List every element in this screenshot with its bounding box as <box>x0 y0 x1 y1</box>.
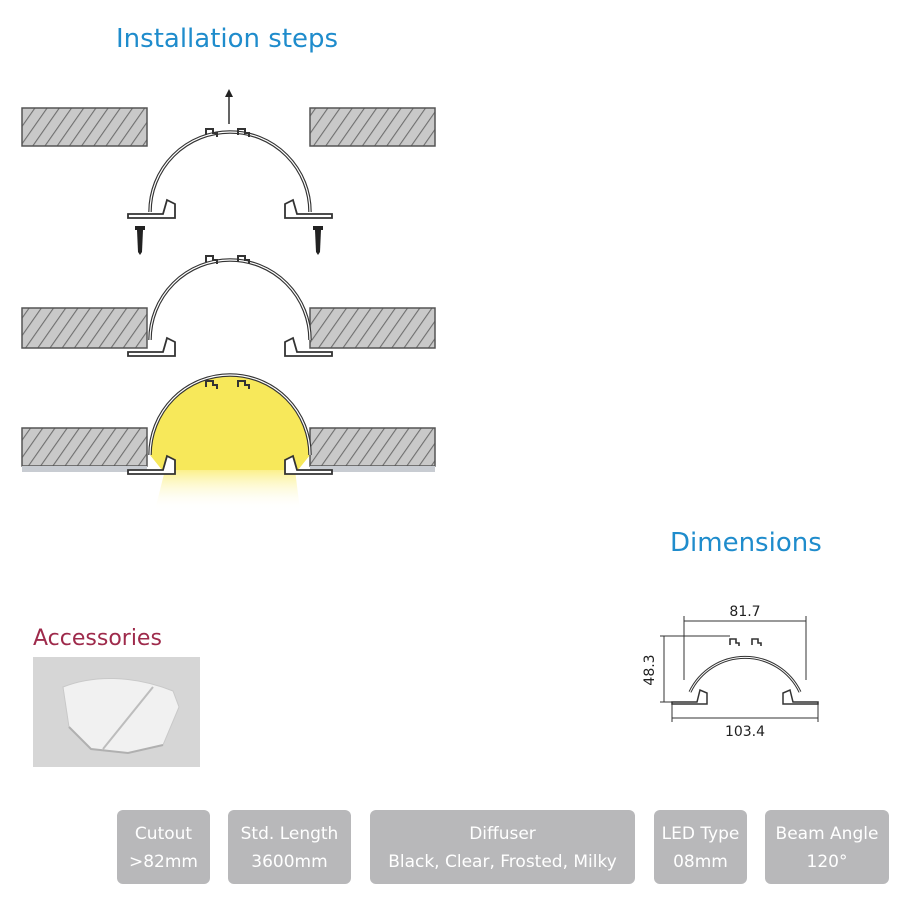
accessories-title: Accessories <box>33 626 162 651</box>
spec-value: 120° <box>806 852 848 872</box>
light-glow <box>150 375 310 470</box>
light-beam <box>155 470 300 510</box>
dimension-height: 48.3 <box>642 654 658 685</box>
ceiling-panel-left <box>21 307 148 349</box>
spec-value: 08mm <box>673 852 728 872</box>
spec-value: >82mm <box>129 852 198 872</box>
ceiling-surface-left <box>22 466 147 472</box>
spec-label: Cutout <box>134 824 193 844</box>
profile-housing <box>127 255 333 357</box>
step-3 <box>21 373 436 510</box>
ceiling-panel-right <box>309 427 436 467</box>
ceiling-panel-left <box>21 107 148 147</box>
arrowhead-icon <box>225 89 233 97</box>
spec-led-type: LED Type 08mm <box>654 810 747 884</box>
spec-diffuser: Diffuser Black, Clear, Frosted, Milky <box>370 810 635 884</box>
profile-housing <box>127 128 333 219</box>
dimension-width-bottom: 103.4 <box>725 724 765 740</box>
spec-label: Beam Angle <box>775 824 879 844</box>
ceiling-surface-right <box>310 466 435 472</box>
installation-steps-title: Installation steps <box>116 24 339 54</box>
spec-value: Black, Clear, Frosted, Milky <box>388 852 617 872</box>
ceiling-panel-left <box>21 427 148 467</box>
spec-label: Std. Length <box>240 824 339 844</box>
spec-beam-angle: Beam Angle 120° <box>765 810 889 884</box>
step-1 <box>21 89 436 255</box>
spec-value: 3600mm <box>251 852 328 872</box>
accessory-end-cap-photo <box>33 657 200 767</box>
spec-label: Diffuser <box>469 824 536 844</box>
dimensions-title: Dimensions <box>670 528 822 558</box>
spec-std-length: Std. Length 3600mm <box>228 810 351 884</box>
spec-cutout: Cutout >82mm <box>117 810 210 884</box>
step-2 <box>21 255 436 357</box>
dimension-drawing <box>660 616 819 722</box>
profile-housing <box>127 373 333 475</box>
dimension-width-top: 81.7 <box>729 604 760 620</box>
screw-icon <box>135 226 323 255</box>
ceiling-panel-right <box>309 107 436 147</box>
spec-label: LED Type <box>661 824 740 844</box>
ceiling-panel-right <box>309 307 436 349</box>
